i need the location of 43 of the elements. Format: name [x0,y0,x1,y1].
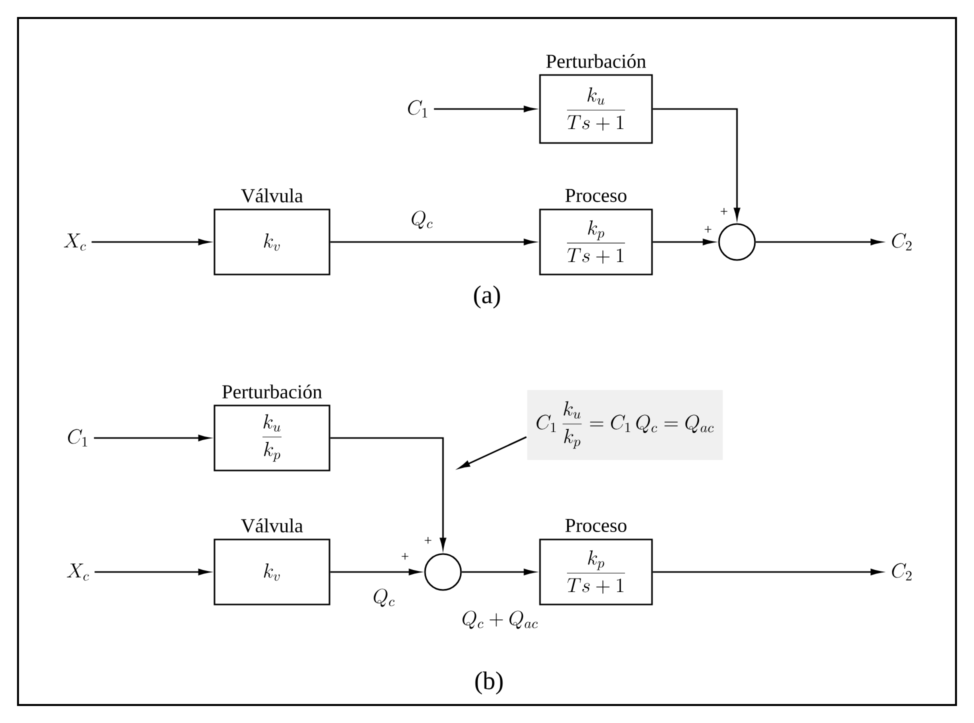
signal-label: $X_c$ [66,564,89,581]
panel-label: (a) [474,286,500,308]
arrow [330,437,446,549]
sign-label: + [424,537,432,544]
edge-label: $Q_c$ [371,588,397,608]
transfer-block: $k_v$ [214,208,330,276]
arrow [756,238,882,246]
signal-label: $C_1$ [408,100,428,118]
summing-junction [424,553,462,591]
edge-label: $Q_c + Q_{ac}$ [460,610,540,630]
transfer-block: $\frac{k_p}{Ts+1}$ [539,208,653,276]
transfer-block: $\frac{k_p}{Ts+1}$ [539,538,653,606]
arrow [652,108,740,219]
transfer-block: $\frac{k_u}{Ts+1}$ [539,74,653,144]
transfer-block: $k_v$ [214,538,330,606]
arrow [94,568,210,576]
block-title: Perturbación [222,384,322,398]
edge-label: $Q_c$ [412,210,432,229]
arrow [462,568,535,576]
leader-line [458,436,527,469]
transfer-block: $\frac{k_u}{k_p}$ [214,404,330,472]
signal-label: $C_2$ [892,563,912,580]
arrow [434,106,535,112]
sign-label: + [720,208,728,215]
arrow [652,568,882,576]
block-title: Válvula [241,518,303,533]
arrow [94,434,210,442]
block-title: Perturbación [546,54,646,68]
signal-label: $X_c$ [64,234,86,251]
signal-label: $C_2$ [892,233,912,250]
arrow [330,238,535,246]
panel-label: (b) [475,672,503,694]
block-title: Proceso [565,518,626,532]
summing-junction [718,223,756,261]
block-title: Válvula [241,188,303,203]
arrow [92,238,210,246]
arrow [330,568,420,576]
equation-note: $C_1\,\frac{k_u}{k_p} = C_1\,Q_c = Q_{ac}$ [527,390,723,460]
arrow [652,238,714,246]
sign-label: + [704,226,712,233]
signal-label: $C_1$ [68,429,88,446]
sign-label: + [402,553,408,560]
block-title: Proceso [565,188,626,202]
